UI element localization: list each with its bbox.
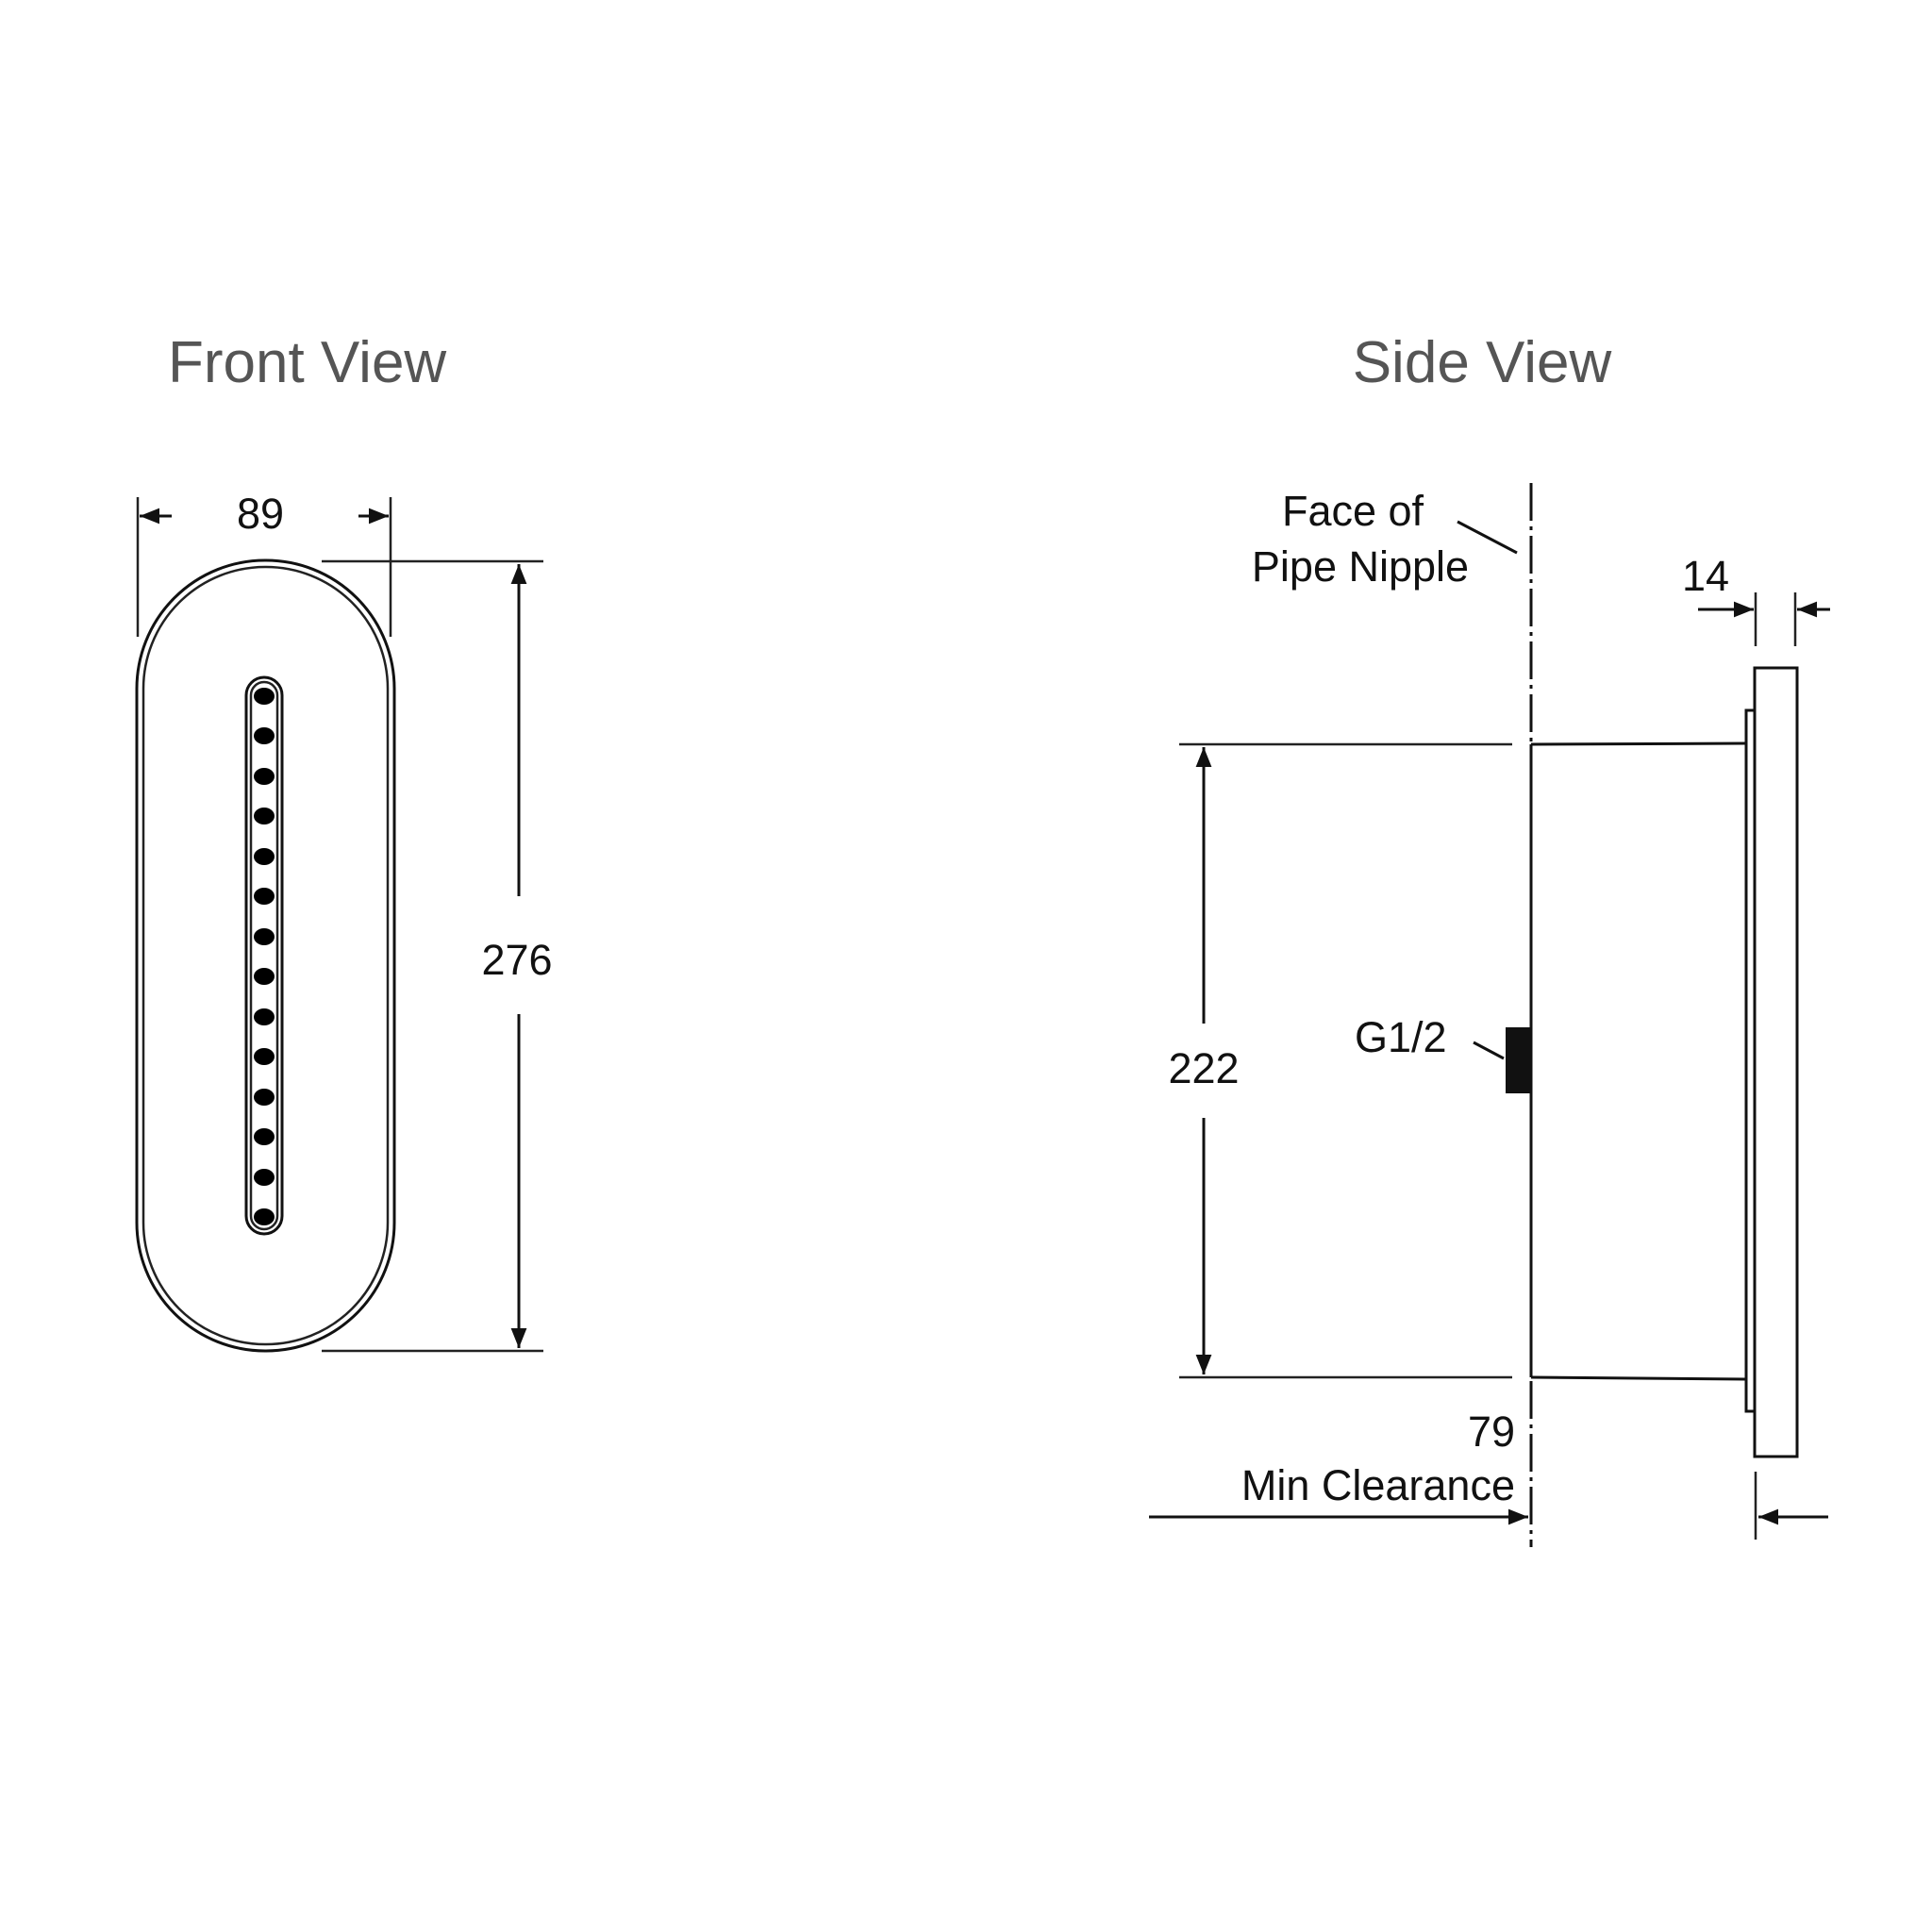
side-view: Side View Face of Pipe Nipple G1/2 — [1149, 330, 1830, 1547]
front-view: Front View 89 — [135, 330, 553, 1353]
clearance-value: 79 — [1468, 1407, 1515, 1456]
clearance-label: Min Clearance — [1241, 1461, 1515, 1509]
clearance-dimension: 79 Min Clearance — [1149, 1407, 1828, 1540]
side-view-title: Side View — [1353, 330, 1612, 395]
plate-thickness-label: 14 — [1682, 552, 1729, 600]
height-dimension-label: 276 — [481, 936, 552, 984]
nozzle-slot — [244, 675, 284, 1236]
connection-thread: G1/2 — [1355, 1013, 1531, 1093]
connection-label: G1/2 — [1355, 1013, 1447, 1061]
nozzle-dots — [254, 688, 275, 1225]
height-dimension: 276 — [322, 559, 553, 1353]
pipe-nipple-label-line1: Face of — [1282, 487, 1424, 535]
pipe-nipple-label: Face of Pipe Nipple — [1252, 487, 1518, 591]
pipe-nipple-label-line2: Pipe Nipple — [1252, 542, 1469, 591]
width-dimension-label: 89 — [237, 490, 284, 538]
body-height-label: 222 — [1168, 1044, 1239, 1092]
leader-line — [1457, 520, 1518, 555]
width-dimension: 89 — [136, 490, 392, 637]
body-height-dimension: 222 — [1168, 742, 1512, 1379]
plate-thickness-dimension: 14 — [1682, 552, 1830, 646]
front-view-title: Front View — [168, 330, 446, 395]
side-body — [1529, 666, 1799, 1458]
showerhead-outline — [135, 558, 396, 1353]
